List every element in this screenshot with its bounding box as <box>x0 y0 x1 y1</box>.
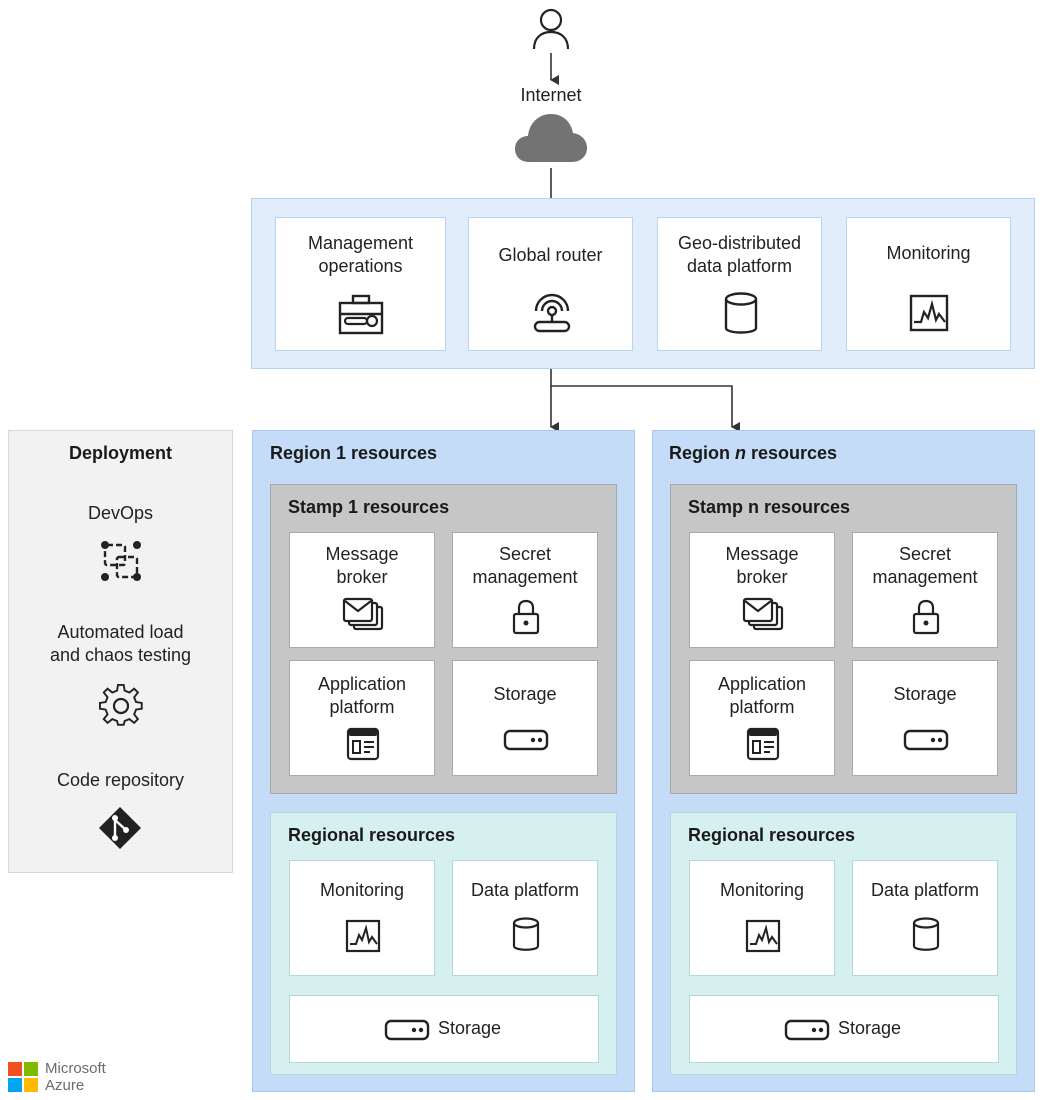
message-broker-label: Message broker <box>325 544 399 587</box>
regional-monitoring-card: Monitoring <box>289 860 435 976</box>
message-broker-label: Message broker <box>725 544 799 587</box>
management-operations-label: Management operations <box>307 233 414 276</box>
application-platform-card: Application platform <box>289 660 435 776</box>
git-icon <box>98 806 142 850</box>
router-to-regionN-arrow <box>551 385 740 432</box>
lock-icon <box>512 599 540 635</box>
microsoft-logo-icon <box>8 1062 38 1092</box>
storage-disk-icon <box>784 1019 830 1041</box>
application-platform-label: Application platform <box>317 674 407 717</box>
database-icon <box>724 292 758 336</box>
secret-management-label: Secret management <box>872 544 978 587</box>
secret-management-card: Secret management <box>452 532 598 648</box>
lock-icon <box>912 599 940 635</box>
global-monitoring-label: Monitoring <box>886 243 971 263</box>
global-router-card: Global router <box>468 217 633 351</box>
region-n-regional-panel: Regional resources Monitoring Data platf… <box>670 812 1017 1075</box>
microsoft-azure-logo: Microsoft Azure <box>8 1060 128 1094</box>
monitoring-chart-icon <box>345 919 381 953</box>
secret-management-card: Secret management <box>852 532 998 648</box>
deployment-title: Deployment <box>68 443 173 463</box>
database-icon <box>512 917 540 953</box>
monitoring-chart-icon <box>745 919 781 953</box>
storage-label: Storage <box>893 684 957 704</box>
global-resources-panel: Management operations Global router Geo-… <box>251 198 1035 369</box>
storage-card: Storage <box>852 660 998 776</box>
storage-label: Storage <box>493 684 557 704</box>
logo-line-1: Microsoft <box>45 1060 106 1077</box>
regional-data-platform-card: Data platform <box>452 860 598 976</box>
region-n-title-n: n <box>735 443 746 463</box>
message-broker-card: Message broker <box>689 532 835 648</box>
app-window-icon <box>346 727 380 761</box>
message-queue-icon <box>742 597 785 633</box>
storage-card: Storage <box>452 660 598 776</box>
management-operations-card: Management operations <box>275 217 446 351</box>
regional-storage-card: Storage <box>289 995 599 1063</box>
global-router-label: Global router <box>498 245 603 265</box>
monitoring-chart-icon <box>909 294 949 332</box>
toolbox-icon <box>338 294 384 335</box>
regional-storage-label: Storage <box>838 1018 902 1038</box>
storage-disk-icon <box>503 729 549 751</box>
database-icon <box>912 917 940 953</box>
region-1-regional-panel: Regional resources Monitoring Data platf… <box>270 812 617 1075</box>
stamp-1-panel: Stamp 1 resources Message broker Secret … <box>270 484 617 794</box>
stamp-n-title: Stamp n resources <box>688 497 851 517</box>
regional-monitoring-label: Monitoring <box>719 880 805 900</box>
testing-label: Automated load and chaos testing <box>49 622 192 665</box>
regional-monitoring-card: Monitoring <box>689 860 835 976</box>
user-icon <box>531 6 571 50</box>
region-n-title-suffix: resources <box>746 443 838 463</box>
router-icon <box>531 293 573 334</box>
logo-line-2: Azure <box>45 1077 85 1094</box>
global-monitoring-card: Monitoring <box>846 217 1011 351</box>
application-platform-label: Application platform <box>717 674 807 717</box>
devops-label: DevOps <box>87 503 154 523</box>
regional-data-platform-label: Data platform <box>870 880 980 900</box>
secret-management-label: Secret management <box>472 544 578 587</box>
storage-disk-icon <box>903 729 949 751</box>
message-broker-card: Message broker <box>289 532 435 648</box>
geo-data-platform-card: Geo-distributed data platform <box>657 217 822 351</box>
region-n-panel: Region n resources Stamp n resources Mes… <box>652 430 1035 1092</box>
app-window-icon <box>746 727 780 761</box>
region-1-title: Region 1 resources <box>270 443 438 463</box>
regional-data-platform-label: Data platform <box>470 880 580 900</box>
deployment-panel: Deployment DevOps Automated load and cha… <box>8 430 233 873</box>
region-n-regional-title: Regional resources <box>688 825 856 845</box>
internet-label: Internet <box>520 85 582 105</box>
geo-data-platform-label: Geo-distributed data platform <box>677 233 802 276</box>
message-queue-icon <box>342 597 385 633</box>
regional-storage-label: Storage <box>438 1018 502 1038</box>
devops-icon <box>99 539 143 583</box>
application-platform-card: Application platform <box>689 660 835 776</box>
code-repository-label: Code repository <box>56 770 185 790</box>
gear-icon <box>99 683 143 727</box>
regional-monitoring-label: Monitoring <box>319 880 405 900</box>
region-n-title-prefix: Region <box>669 443 735 463</box>
cloud-icon <box>515 112 587 164</box>
storage-disk-icon <box>384 1019 430 1041</box>
region-1-panel: Region 1 resources Stamp 1 resources Mes… <box>252 430 635 1092</box>
regional-data-platform-card: Data platform <box>852 860 998 976</box>
region-n-title: Region n resources <box>669 443 837 464</box>
stamp-n-panel: Stamp n resources Message broker Secret … <box>670 484 1017 794</box>
region-1-regional-title: Regional resources <box>288 825 456 845</box>
stamp-1-title: Stamp 1 resources <box>288 497 450 517</box>
regional-storage-card: Storage <box>689 995 999 1063</box>
